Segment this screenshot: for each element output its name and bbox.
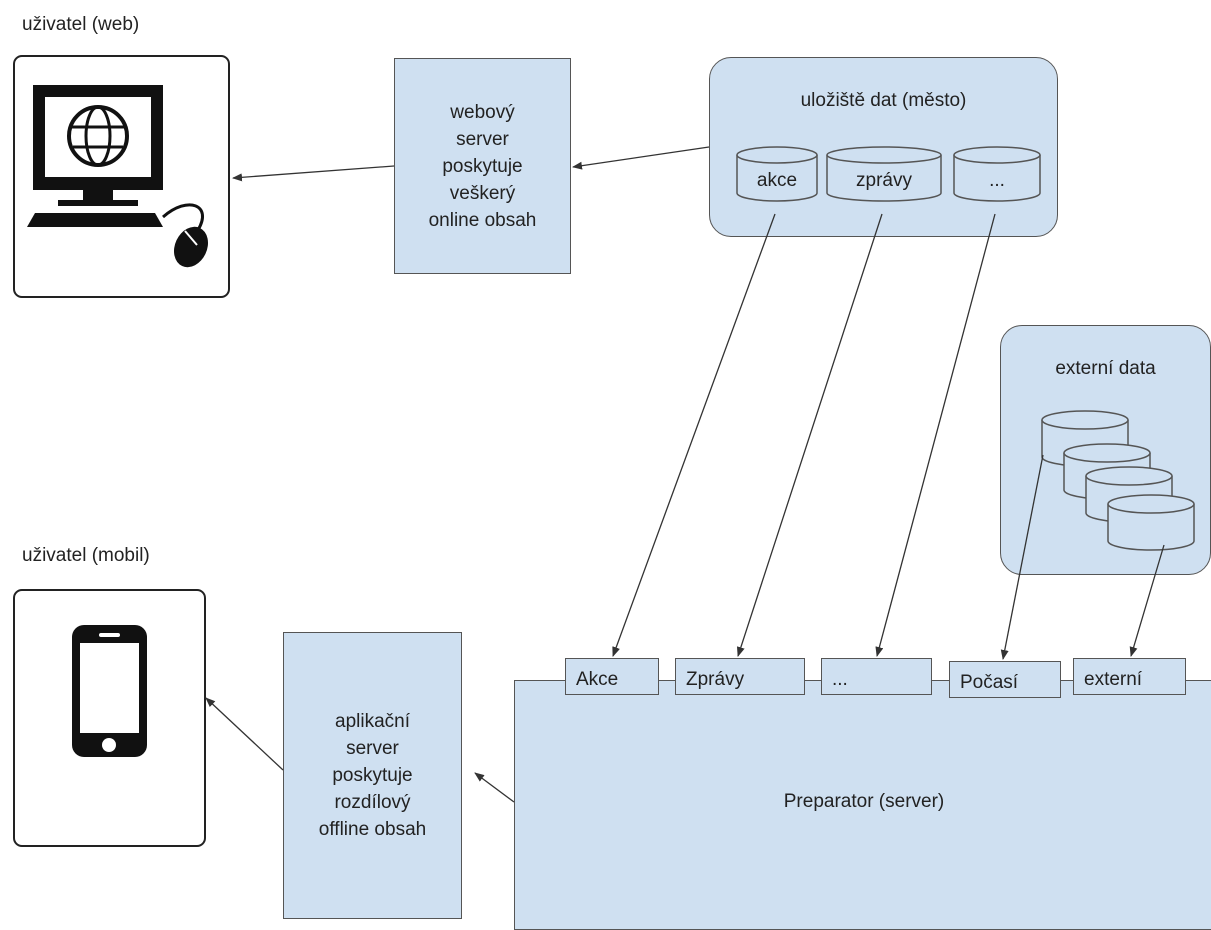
data-store-title: uložiště dat (město) — [800, 90, 967, 111]
db-zpravy-label: zprávy — [856, 170, 912, 191]
smartphone-icon — [72, 625, 147, 757]
preparator-title: Preparator (server) — [783, 791, 945, 812]
tab-more: ... — [821, 658, 932, 695]
web-server-box: webový server poskytuje veškerý online o… — [394, 58, 571, 274]
tab-externi: externí — [1073, 658, 1186, 695]
arrow-akce-to-tab — [612, 213, 776, 657]
arrow-zpravy-to-tab — [736, 213, 883, 657]
web-user-label: uživatel (web) — [22, 14, 140, 35]
tab-pocasi: Počasí — [949, 661, 1061, 698]
external-data: externí data — [1000, 325, 1211, 575]
desktop-computer-icon — [27, 85, 209, 268]
arrow-appserver-to-mobile — [205, 697, 284, 771]
arrow-more-to-tab — [875, 213, 996, 657]
db-akce-label: akce — [756, 170, 798, 191]
external-data-title: externí data — [1055, 358, 1156, 379]
app-server-box: aplikační server poskytuje rozdílový off… — [283, 632, 462, 919]
db-more-label: ... — [989, 170, 1005, 191]
mobile-user-label: uživatel (mobil) — [22, 545, 150, 566]
preparator-box: Preparator (server) — [514, 680, 1211, 930]
mobile-user-box — [13, 589, 206, 847]
arrow-datastore-to-webserver — [572, 146, 710, 170]
arrow-webserver-to-webuser — [232, 165, 395, 182]
arrow-preparator-to-appserver — [474, 772, 515, 803]
web-user-box — [13, 55, 230, 298]
data-store: uložiště dat (město) — [709, 57, 1058, 237]
tab-akce: Akce — [565, 658, 659, 695]
tab-zpravy: Zprávy — [675, 658, 805, 695]
